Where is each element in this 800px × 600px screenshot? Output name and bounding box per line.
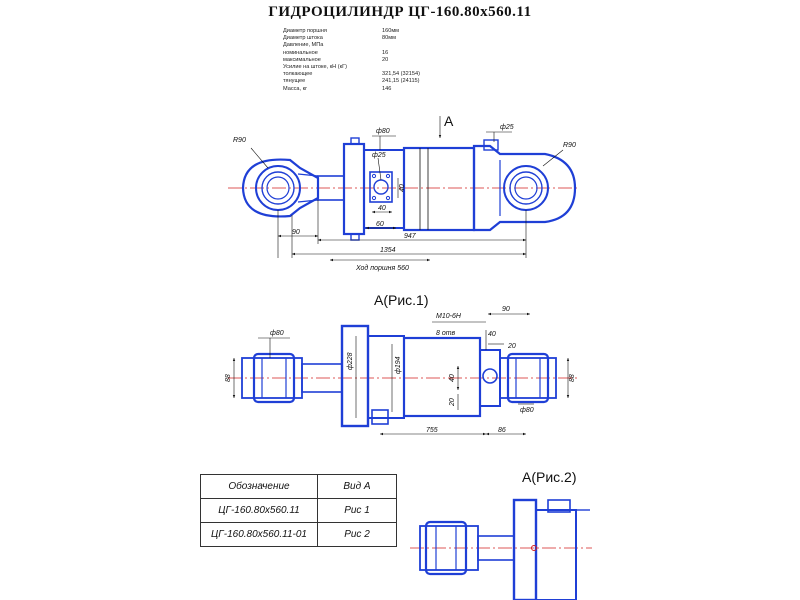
spec-row: тянущее 241,15 (24115) — [283, 78, 420, 85]
spec-label: Диаметр поршня — [283, 28, 327, 34]
view-a2 — [410, 498, 592, 600]
radius-left-label: R90 — [233, 137, 246, 144]
port-diameter-label: ф25 — [372, 152, 386, 159]
a1-dim-20-top-label: 20 — [507, 343, 516, 350]
a1-dim-40-mid-label: 40 — [449, 374, 456, 382]
a1-dim-86-label: 86 — [498, 427, 506, 434]
spec-label: Давление, МПа — [283, 42, 324, 49]
spec-value: 321,54 (32154) — [382, 71, 420, 78]
a1-dim-88-left-label: 88 — [225, 374, 232, 382]
holes-label: 8 отв — [436, 330, 456, 337]
table-header-cell: Вид А — [317, 474, 397, 499]
spec-label: номинальное — [283, 49, 318, 56]
variants-table: Обозначение Вид А ЦГ-160.80х560.11 Рис 1… — [200, 474, 397, 547]
spec-label: Диаметр штока — [283, 35, 323, 42]
stroke-label: Ход поршня 560 — [355, 264, 409, 272]
view-a1-dimensions — [232, 312, 570, 436]
rear-head-eye — [472, 139, 577, 232]
rear-port-diameter-label: ф25 — [500, 124, 514, 131]
view-a1-label: А(Рис.1) — [374, 292, 429, 308]
a1-dim-88-right-label: 88 — [569, 374, 576, 382]
view-a2-label: А(Рис.2) — [522, 469, 577, 485]
spec-label: Масса, кг — [283, 85, 308, 92]
spec-label: толкающее — [283, 71, 313, 78]
spec-row: Диаметр поршня 160мм — [283, 28, 420, 35]
rod-diameter-label: ф80 — [376, 128, 390, 135]
spec-row: толкающее 321,54 (32154) — [283, 71, 420, 78]
table-header-row: Обозначение Вид А — [200, 474, 397, 499]
table-cell: Рис 1 — [317, 498, 397, 523]
main-view-dimensions — [250, 116, 564, 262]
a1-dim-90-label: 90 — [502, 306, 510, 313]
table-row: ЦГ-160.80х560.11-01 Рис 2 — [200, 522, 397, 547]
table-cell: ЦГ-160.80х560.11-01 — [200, 522, 318, 547]
table-cell: ЦГ-160.80х560.11 — [200, 498, 318, 523]
spec-value: 16 — [382, 49, 389, 56]
view-arrow-label: А — [444, 113, 454, 129]
a1-dim-40-top-label: 40 — [488, 331, 496, 338]
a1-rear-diameter-label: ф80 — [520, 407, 534, 414]
a1-rod-diameter-label: ф80 — [270, 330, 284, 337]
spec-row: Давление, МПа — [283, 42, 420, 49]
spec-row: Диаметр штока 80мм — [283, 35, 420, 42]
spec-label: тянущее — [283, 78, 306, 85]
spec-value: 160мм — [382, 28, 400, 34]
barrel-diameter-label: ф194 — [395, 356, 402, 374]
flange-diameter-label: ф228 — [347, 352, 354, 370]
port-width-label: 40 — [378, 205, 386, 212]
port-offset-label: 60 — [376, 221, 384, 228]
specifications-block: Диаметр поршня 160мм Диаметр штока 80мм Да… — [283, 28, 420, 93]
main-view — [228, 137, 580, 241]
table-cell: Рис 2 — [317, 522, 397, 547]
eye-offset-label: 90 — [292, 229, 300, 236]
cylinder-barrel — [402, 146, 476, 232]
a1-dim-20-mid-label: 20 — [449, 398, 456, 407]
spec-value: 146 — [382, 85, 392, 92]
port-height-label: 40 — [399, 184, 406, 192]
a1-dim-755-label: 755 — [426, 427, 438, 434]
table-header-cell: Обозначение — [200, 474, 318, 499]
spec-row: номинальное 16 — [283, 50, 420, 57]
spec-row: максимальное 20 — [283, 57, 420, 64]
spec-row: Масса, кг 146 — [283, 86, 420, 93]
thread-label: М10-6Н — [436, 313, 462, 320]
length-1354-label: 1354 — [380, 247, 396, 254]
radius-right-label: R90 — [563, 142, 576, 149]
table-row: ЦГ-160.80х560.11 Рис 1 — [200, 498, 397, 523]
spec-label: максимальное — [283, 56, 321, 63]
drawing-title: ГИДРОЦИЛИНДР ЦГ-160.80х560.11 — [268, 4, 532, 20]
spec-value: 241,15 (24115) — [382, 78, 420, 85]
spec-row: Усилие на штоке, кН (кГ) — [283, 64, 420, 71]
length-947-label: 947 — [404, 233, 417, 240]
spec-value: 20 — [382, 56, 389, 63]
view-a1 — [228, 324, 578, 428]
spec-value: 80мм — [382, 35, 396, 42]
spec-label: Усилие на штоке, кН (кГ) — [283, 63, 347, 70]
